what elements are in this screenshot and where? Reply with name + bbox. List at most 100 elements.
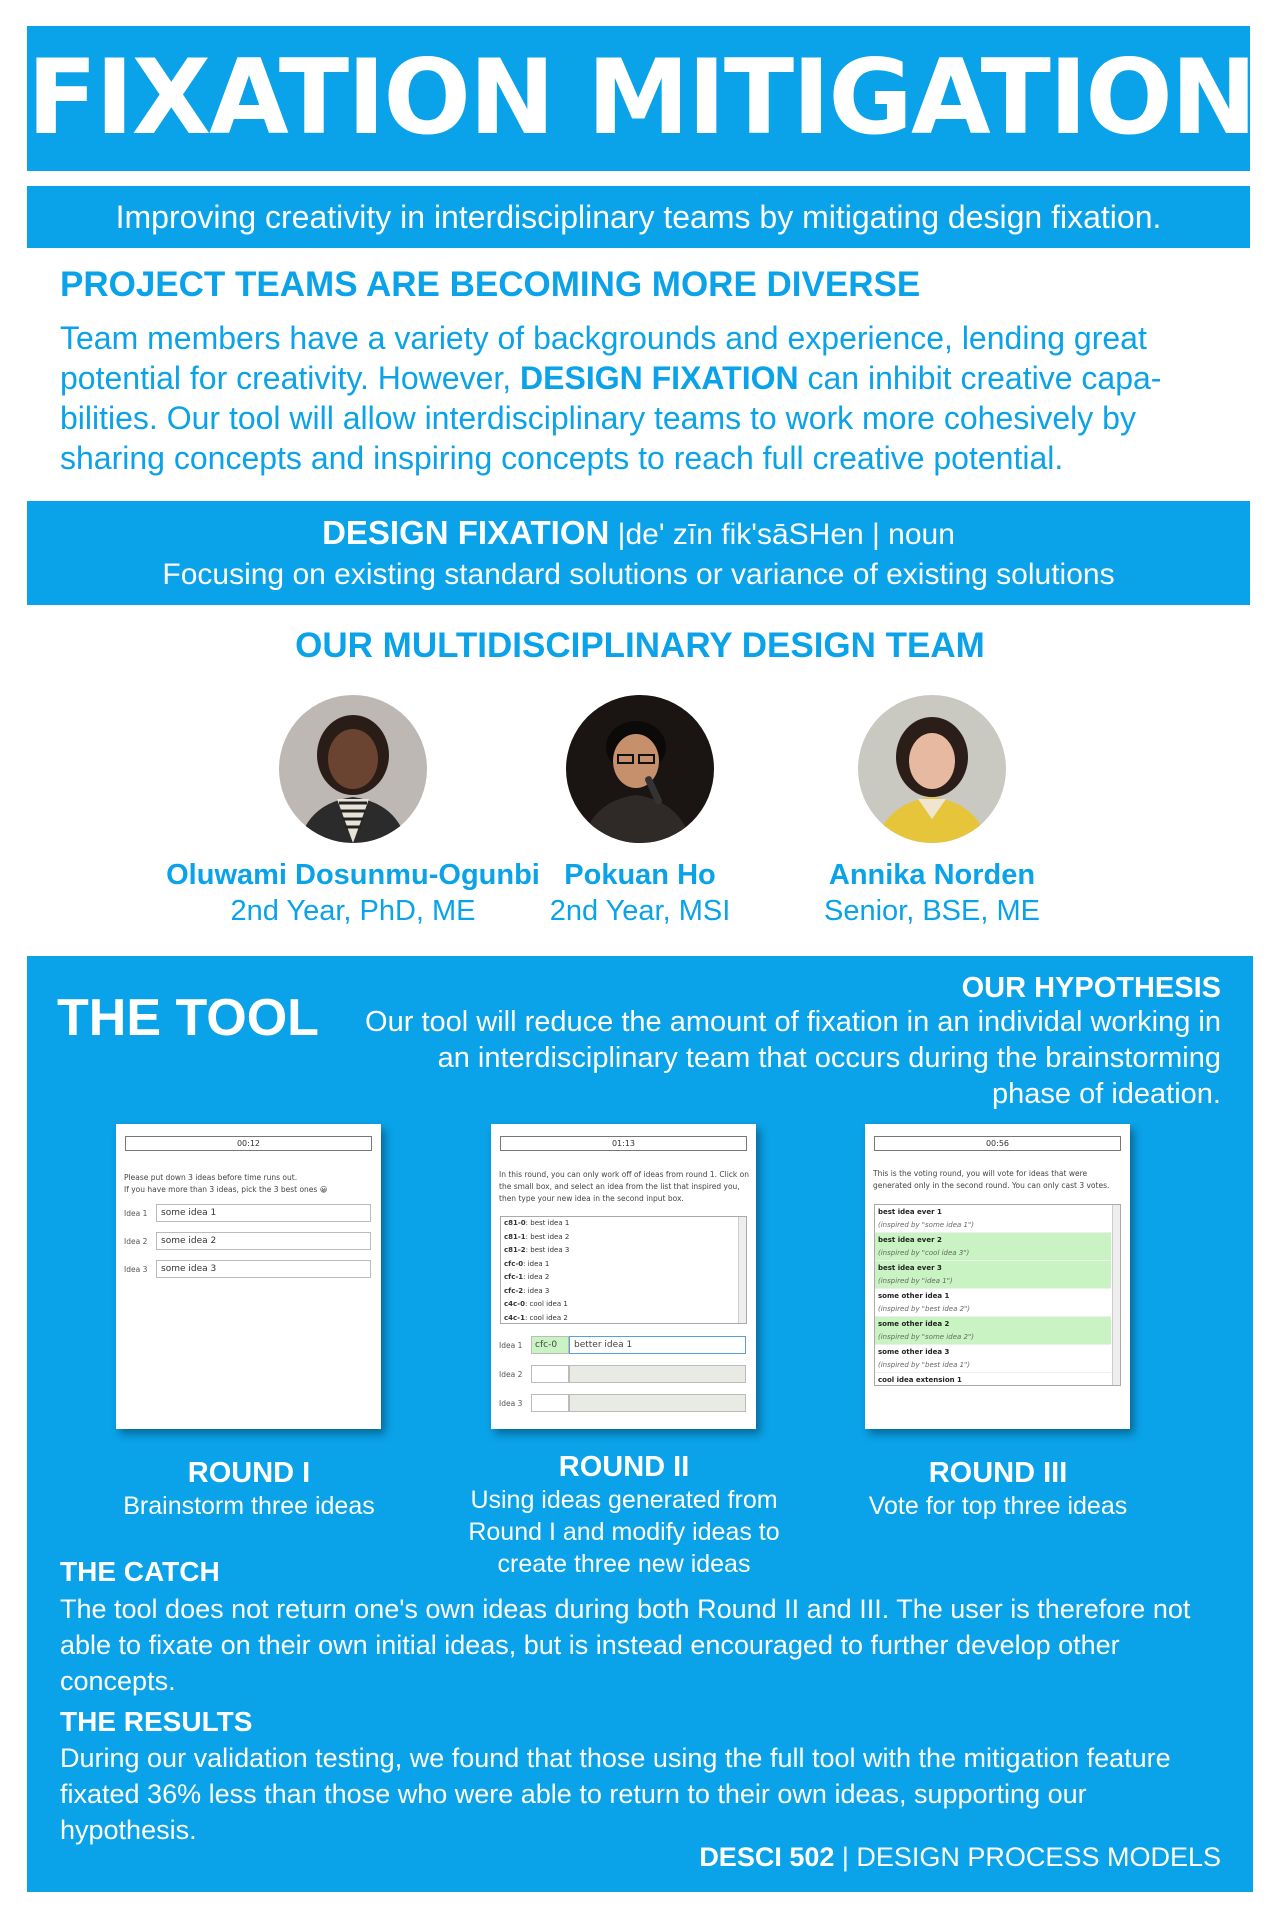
diverse-heading: PROJECT TEAMS ARE BECOMING MORE DIVERSE	[60, 265, 921, 304]
idea-list-item-text: : best idea 3	[525, 1246, 570, 1254]
member-role: 2nd Year, MSI	[549, 895, 731, 927]
member-name: Annika Norden	[828, 859, 1036, 891]
catch-heading: THE CATCH	[60, 1556, 220, 1587]
diverse-body-text-2: can inhibit creative capa-bilities. Our …	[60, 360, 1162, 476]
idea-list-item-id: cfc-2	[504, 1286, 524, 1295]
results-body: During our validation testing, we found …	[60, 1743, 1171, 1845]
round-description: Using ideas generated from Round I and m…	[468, 1486, 780, 1578]
idea-input[interactable]: some idea 3	[156, 1260, 371, 1278]
catch-body: The tool does not return one's own ideas…	[60, 1594, 1191, 1696]
idea-list-item-text: : idea 1	[523, 1259, 550, 1268]
round-description: Vote for top three ideas	[868, 1492, 1128, 1520]
vote-item-idea: best idea ever 2	[878, 1236, 942, 1244]
idea-list-item-id: c81-1	[504, 1232, 526, 1241]
member-role: 2nd Year, PhD, ME	[230, 895, 476, 927]
vote-item-idea: some other idea 2	[878, 1320, 950, 1328]
idea-list-item[interactable]: c4c-1: cool idea 2	[501, 1312, 746, 1324]
round-title: ROUND III	[928, 1457, 1068, 1489]
idea-label: Idea 3	[124, 1265, 148, 1274]
round-3-instructions: This is the voting round, you will vote …	[873, 1169, 1110, 1190]
idea-list-item[interactable]: c81-0: best idea 1	[501, 1217, 746, 1231]
vote-list-scrollbar[interactable]	[1112, 1205, 1120, 1385]
round-1-timer: 00:12	[125, 1136, 372, 1151]
vote-item-inspiration: (inspired by "some idea 2")	[878, 1332, 974, 1341]
member-name: Oluwami Dosunmu-Ogunbi	[166, 859, 540, 891]
idea-source-tag[interactable]: cfc-0	[531, 1336, 569, 1354]
idea-list-item[interactable]: cfc-1: idea 2	[501, 1271, 746, 1285]
idea-label: Idea 1	[124, 1209, 148, 1218]
course-code: DESCI 502	[699, 1842, 835, 1872]
definition-bar: DESIGN FIXATION |de' zīn fik'sāSHen | no…	[27, 501, 1250, 605]
hypothesis-heading: OUR HYPOTHESIS	[961, 972, 1221, 1004]
vote-list[interactable]: best idea ever 1(inspired by "some idea …	[874, 1204, 1121, 1386]
tool-title: THE TOOL	[57, 989, 319, 1047]
poster-subtitle: Improving creativity in interdisciplinar…	[27, 186, 1250, 248]
vote-item[interactable]: some other idea 1(inspired by "best idea…	[875, 1289, 1111, 1317]
idea-input[interactable]: some idea 2	[156, 1232, 371, 1250]
round-1-instruction-line: If you have more than 3 ideas, pick the …	[124, 1185, 328, 1194]
poster-title: FIXATION MITIGATION	[27, 26, 1257, 171]
definition-meaning: Focusing on existing standard solutions …	[162, 558, 1115, 591]
idea-list-item-id: c4c-1	[504, 1313, 525, 1322]
idea-list-item-text: : cool idea 1	[524, 1300, 568, 1308]
team-heading: OUR MULTIDISCIPLINARY DESIGN TEAM	[295, 626, 985, 665]
idea-list-item-id: c4c-0	[504, 1300, 525, 1308]
course-footer: DESCI 502 | DESIGN PROCESS MODELS	[699, 1842, 1221, 1873]
idea-label: Idea 1	[499, 1341, 523, 1350]
idea-label: Idea 2	[499, 1370, 523, 1379]
diverse-body-bold: DESIGN FIXATION	[520, 360, 799, 396]
vote-item[interactable]: best idea ever 1(inspired by "some idea …	[875, 1205, 1111, 1233]
idea-list-item-text: : best idea 1	[525, 1219, 570, 1227]
definition-pronunciation: |de' zīn fik'sāSHen | noun	[609, 518, 955, 551]
idea-input[interactable]: some idea 1	[156, 1204, 371, 1222]
idea-input[interactable]: better idea 1	[569, 1336, 746, 1354]
vote-item-idea: some other idea 1	[878, 1292, 950, 1300]
vote-item[interactable]: best idea ever 2(inspired by "cool idea …	[875, 1233, 1111, 1261]
idea-source-tag[interactable]	[531, 1365, 569, 1383]
vote-item-idea: cool idea extension 1	[878, 1376, 962, 1384]
vote-item[interactable]: some other idea 3 (inspired by "best idea…	[875, 1345, 1111, 1373]
idea-input[interactable]	[569, 1394, 746, 1412]
round-2-caption: ROUND II Using ideas generated from Roun…	[434, 1450, 814, 1580]
round-2-instructions: In this round, you can only work off of …	[499, 1170, 749, 1203]
round-1-instructions: Please put down 3 ideas before time runs…	[124, 1172, 374, 1196]
idea-list-scrollbar[interactable]	[738, 1217, 746, 1323]
vote-list-items: best idea ever 1(inspired by "some idea …	[875, 1205, 1111, 1385]
diverse-body-text-1: Team members have a variety of backgroun…	[60, 320, 1147, 396]
round-1-instruction-line: Please put down 3 ideas before time runs…	[124, 1173, 298, 1182]
idea-source-tag[interactable]	[531, 1394, 569, 1412]
vote-item-inspiration: (inspired by "best idea 1")	[878, 1360, 971, 1369]
idea-list-item-text: : idea 2	[523, 1273, 550, 1281]
round-title: ROUND I	[187, 1457, 311, 1489]
idea-list-item[interactable]: c81-2: best idea 3	[501, 1244, 746, 1258]
member-photo	[279, 695, 427, 843]
results-heading: THE RESULTS	[60, 1706, 253, 1737]
idea-list-item-id: cfc-0	[504, 1259, 524, 1268]
hypothesis-body: Our tool will reduce the amount of fixat…	[365, 1006, 1221, 1110]
vote-item[interactable]: best idea ever 3(inspired by "idea 1")	[875, 1261, 1111, 1289]
idea-list-item-id: cfc-1	[504, 1273, 524, 1281]
idea-list-item-text: : best idea 2	[525, 1232, 570, 1241]
member-photo	[566, 695, 714, 843]
round-1-caption: ROUND I Brainstorm three ideas	[59, 1456, 439, 1522]
diverse-body: Team members have a variety of backgroun…	[60, 318, 1230, 478]
team-member: Oluwami Dosunmu-Ogunbi 2nd Year, PhD, ME	[163, 695, 543, 929]
idea-list-item[interactable]: cfc-2: idea 3	[501, 1285, 746, 1299]
course-name: | DESIGN PROCESS MODELS	[834, 1842, 1221, 1872]
member-name: Pokuan Ho	[564, 859, 716, 891]
idea-input[interactable]	[569, 1365, 746, 1383]
round-description: Brainstorm three ideas	[123, 1492, 375, 1520]
vote-item-inspiration: (inspired by "some idea 1")	[878, 1220, 974, 1229]
round-2-screenshot: 01:13 In this round, you can only work o…	[491, 1124, 756, 1429]
member-role: Senior, BSE, ME	[824, 895, 1040, 927]
vote-item[interactable]: cool idea extension 1(inspired by "best …	[875, 1373, 1111, 1385]
vote-item[interactable]: some other idea 2 (inspired by "some idea…	[875, 1317, 1111, 1345]
round-3-timer: 00:56	[874, 1136, 1121, 1151]
member-photo	[858, 695, 1006, 843]
idea-list-item[interactable]: cfc-0: idea 1	[501, 1258, 746, 1272]
idea-list-item[interactable]: c4c-0: cool idea 1	[501, 1298, 746, 1312]
vote-item-idea: some other idea 3	[878, 1348, 950, 1356]
idea-list-item[interactable]: c81-1: best idea 2	[501, 1231, 746, 1245]
